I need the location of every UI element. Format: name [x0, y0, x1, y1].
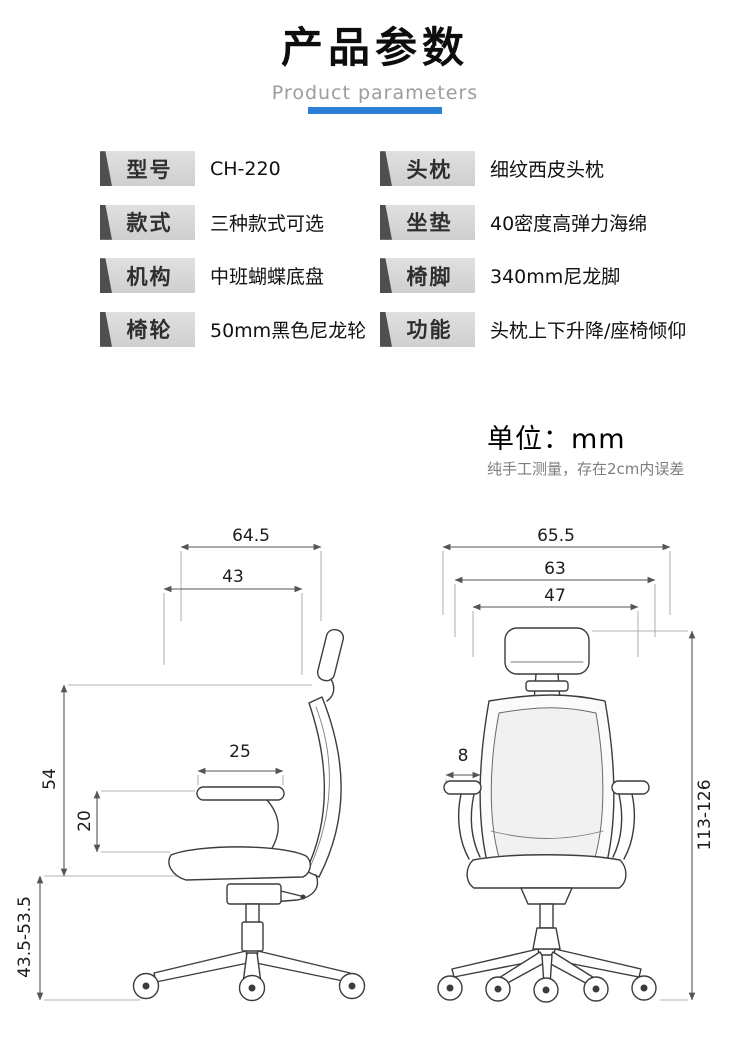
chair-technical-drawing — [36, 543, 696, 1003]
side-seat — [168, 846, 311, 881]
spec-value: 340mm尼龙脚 — [490, 266, 621, 289]
spec-value: CH-220 — [210, 157, 281, 180]
dim-label-side-back-height: 54 — [40, 768, 60, 790]
header: 产品参数 Product parameters — [0, 0, 750, 114]
spec-row-function: 功能 头枕上下升降/座椅倾仰 — [380, 303, 710, 357]
spec-table: 型号 CH-220 头枕 细纹西皮头枕 款式 三种款式可选 坐垫 40密度高弹力… — [100, 142, 710, 356]
title-accent-bar — [308, 107, 442, 114]
dim-label-front-back-width: 63 — [544, 559, 566, 579]
dim-label-side-arm-height: 20 — [75, 810, 95, 832]
dim-label-side-back-depth: 43 — [222, 567, 244, 587]
side-gas-lift — [245, 903, 260, 925]
dim-label-side-arm-length: 25 — [229, 742, 251, 762]
spec-label: 型号 — [100, 151, 195, 187]
dim-label-front-inner-width: 47 — [544, 586, 566, 606]
dim-label-front-arm-pad-width: 8 — [457, 746, 469, 766]
spec-row-style: 款式 三种款式可选 — [100, 196, 380, 250]
spec-label: 功能 — [380, 311, 475, 347]
spec-value: 中班蝴蝶底盘 — [210, 266, 325, 289]
dimension-lines — [36, 543, 696, 1001]
spec-value: 头枕上下升降/座椅倾仰 — [490, 319, 687, 342]
dim-label-front-height-range: 113-126 — [695, 779, 715, 851]
spec-row-wheels: 椅轮 50mm黑色尼龙轮 — [100, 303, 380, 357]
spec-label: 机构 — [100, 258, 195, 294]
spec-label: 坐垫 — [380, 204, 475, 240]
spec-row-mechanism: 机构 中班蝴蝶底盘 — [100, 249, 380, 303]
spec-label: 款式 — [100, 204, 195, 240]
front-headrest — [504, 627, 590, 675]
spec-value: 细纹西皮头枕 — [490, 159, 605, 182]
page-subtitle: Product parameters — [271, 82, 479, 104]
spec-row-model: 型号 CH-220 — [100, 142, 380, 196]
spec-value: 50mm黑色尼龙轮 — [210, 319, 367, 342]
side-base-leg — [153, 950, 249, 983]
front-seat — [466, 854, 627, 889]
spec-label: 头枕 — [380, 151, 475, 187]
side-view-chair-drawing — [132, 628, 366, 1002]
front-mechanism — [520, 887, 573, 905]
side-headrest — [316, 628, 345, 682]
spec-row-legs: 椅脚 340mm尼龙脚 — [380, 249, 710, 303]
front-left-armrest-pad — [443, 780, 482, 795]
extension-lines — [44, 551, 688, 1001]
front-view-chair-drawing — [437, 627, 657, 1003]
spec-label: 椅脚 — [380, 258, 475, 294]
spec-value: 40密度高弹力海绵 — [490, 212, 648, 235]
dim-label-front-total-width: 65.5 — [537, 526, 575, 546]
side-backrest — [305, 696, 342, 878]
unit-measurement-note: 纯手工测量，存在2cm内误差 — [487, 460, 685, 478]
dim-label-side-seat-height-range: 43.5-53.5 — [15, 896, 35, 978]
page-title: 产品参数 — [280, 23, 469, 72]
spec-row-headrest: 头枕 细纹西皮头枕 — [380, 142, 710, 196]
spec-row-cushion: 坐垫 40密度高弹力海绵 — [380, 196, 710, 250]
front-backrest-mesh — [490, 707, 604, 869]
side-casters — [132, 972, 366, 1002]
spec-label: 椅轮 — [100, 311, 195, 347]
dim-label-side-total-depth: 64.5 — [232, 526, 270, 546]
spec-value: 三种款式可选 — [210, 212, 325, 235]
side-mechanism — [226, 883, 282, 905]
front-casters — [437, 975, 657, 1003]
side-armrest-pad — [196, 786, 285, 801]
front-gas-lift — [539, 903, 554, 929]
unit-label: 单位：mm — [487, 424, 626, 455]
front-right-armrest-pad — [611, 780, 650, 795]
